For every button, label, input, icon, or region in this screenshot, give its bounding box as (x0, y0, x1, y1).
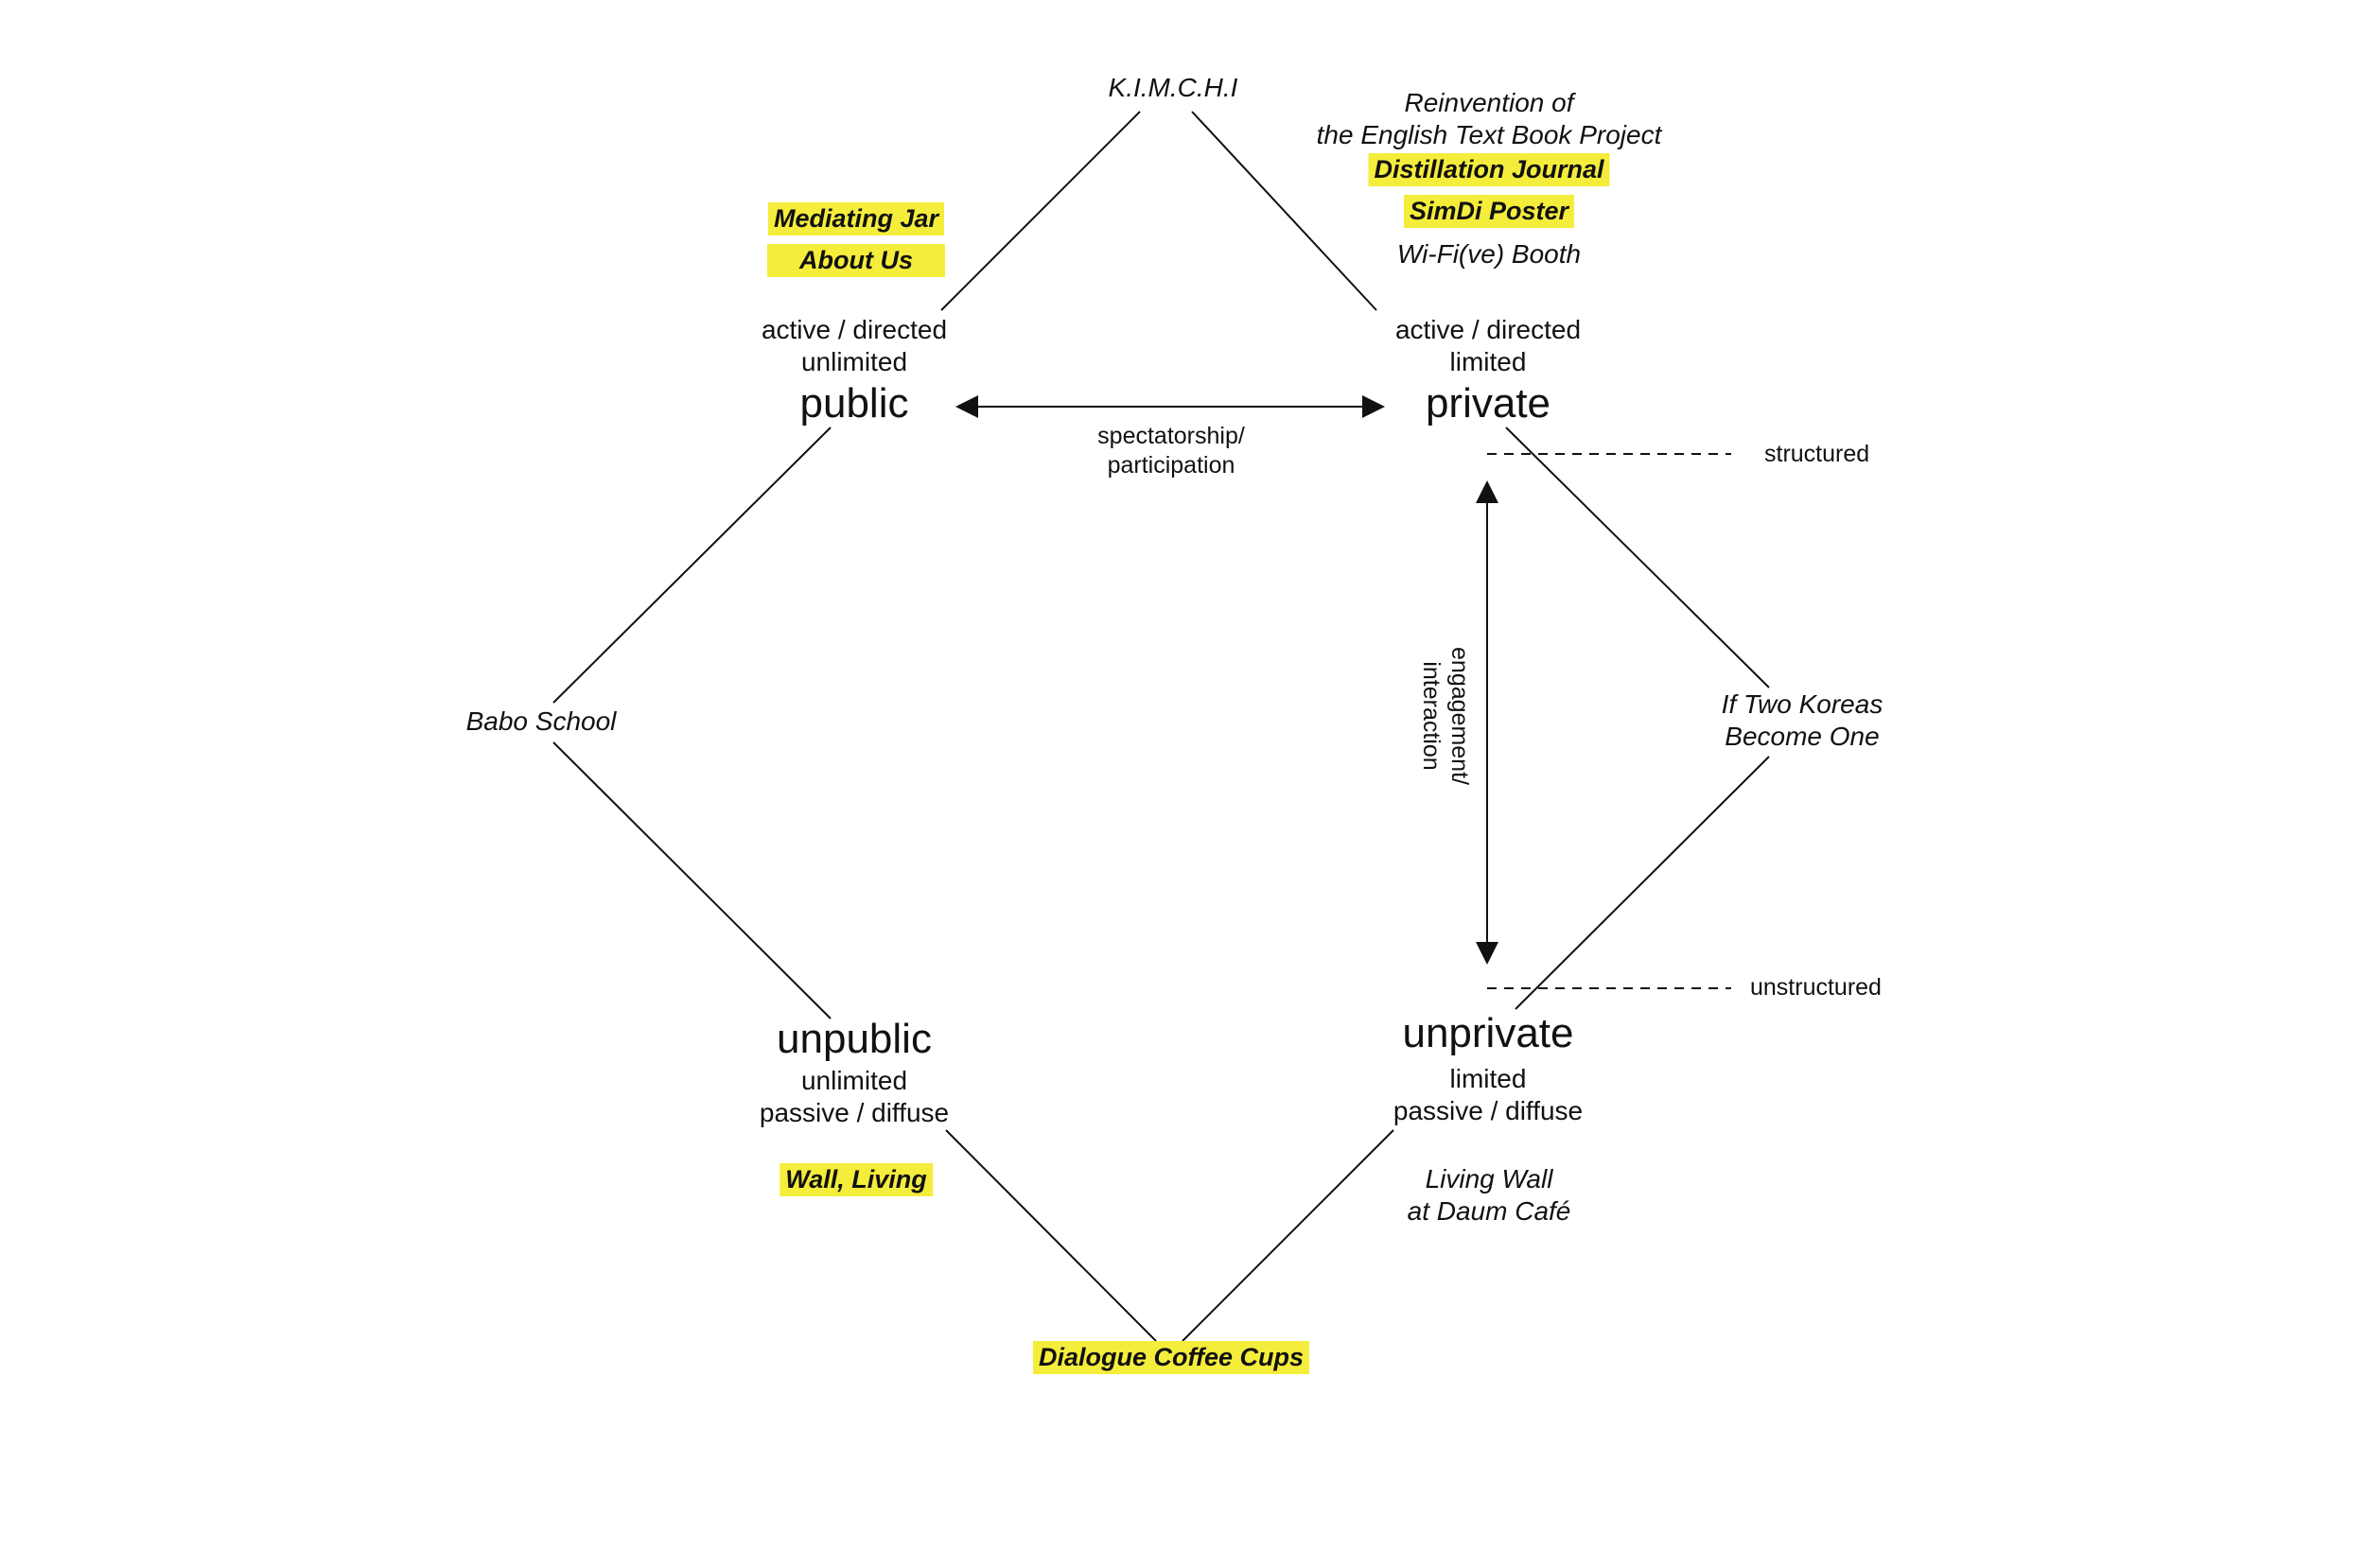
unprivate-title: unprivate (1402, 1010, 1574, 1056)
highlight-simdi-poster: SimDi Poster (1403, 195, 1575, 228)
engagement-line2: interaction (1418, 661, 1445, 771)
project-wifive-booth: Wi-Fi(ve) Booth (1396, 239, 1582, 269)
private-title: private (1425, 380, 1551, 427)
unprivate-line2: passive / diffuse (1393, 1095, 1584, 1125)
project-reinvention-line2: the English Text Book Project (1316, 120, 1662, 150)
private-line2: limited (1449, 347, 1527, 377)
unprivate-line1: limited (1449, 1063, 1527, 1093)
spectatorship-label: spectatorship/ participation (1097, 422, 1245, 479)
project-dialogue-coffee-cups: Dialogue Coffee Cups (1032, 1341, 1310, 1374)
engagement-line1: engagement/ (1446, 647, 1473, 785)
unpublic-line1: unlimited (800, 1065, 908, 1095)
structured-label: structured (1764, 441, 1870, 467)
unstructured-label: unstructured (1750, 974, 1882, 1001)
project-wall-living: Wall, Living (780, 1163, 933, 1196)
project-kimchi: K.I.M.C.H.I (1108, 73, 1238, 102)
edge-public-babo (552, 427, 832, 704)
project-distillation-journal: Distillation Journal (1368, 153, 1610, 186)
project-mediating-jar: Mediating Jar (767, 202, 945, 235)
project-living-wall: Living Wall at Daum Café (1408, 1163, 1571, 1228)
public-line2: unlimited (800, 347, 908, 377)
edge-unpublic-coffee (945, 1129, 1157, 1342)
unpublic-title: unpublic (777, 1016, 932, 1062)
spectatorship-line2: participation (1107, 451, 1235, 479)
edge-unprivate-coffee (1182, 1129, 1394, 1342)
project-simdi-poster: SimDi Poster (1403, 195, 1575, 228)
public-title: public (799, 380, 909, 427)
two-koreas-line1: If Two Koreas (1721, 689, 1883, 719)
spectatorship-line1: spectatorship/ (1097, 423, 1245, 449)
edge-private-koreas (1505, 427, 1770, 688)
highlight-wall-living: Wall, Living (780, 1163, 933, 1196)
project-reinvention-line1: Reinvention of (1404, 88, 1574, 117)
edge-babo-unpublic (552, 741, 832, 1019)
living-wall-line2: at Daum Café (1407, 1196, 1571, 1227)
unpublic-line2: passive / diffuse (759, 1097, 950, 1127)
living-wall-line1: Living Wall (1425, 1164, 1553, 1193)
node-public: active / directed unlimited public (762, 314, 947, 429)
highlight-about-us: About Us (767, 244, 945, 277)
node-unprivate: unprivate limited passive / diffuse (1393, 1008, 1583, 1127)
edge-kimchi-public (940, 111, 1141, 311)
node-private: active / directed limited private (1395, 314, 1581, 429)
engagement-label: engagement/ interaction (1417, 647, 1474, 785)
edge-kimchi-private (1191, 111, 1377, 311)
edge-koreas-unprivate (1515, 756, 1770, 1010)
private-line1: active / directed (1394, 315, 1582, 344)
public-line1: active / directed (761, 315, 948, 344)
highlight-distillation-journal: Distillation Journal (1368, 153, 1610, 186)
project-about-us: About Us (767, 244, 945, 277)
project-babo-school: Babo School (465, 706, 617, 736)
node-unpublic: unpublic unlimited passive / diffuse (760, 1014, 949, 1129)
highlight-mediating-jar: Mediating Jar (767, 202, 945, 235)
highlight-dialogue-coffee-cups: Dialogue Coffee Cups (1032, 1341, 1310, 1374)
project-two-koreas: If Two Koreas Become One (1722, 688, 1883, 753)
two-koreas-line2: Become One (1725, 722, 1880, 752)
project-list-top-right: Reinvention of the English Text Book Pro… (1317, 87, 1662, 151)
